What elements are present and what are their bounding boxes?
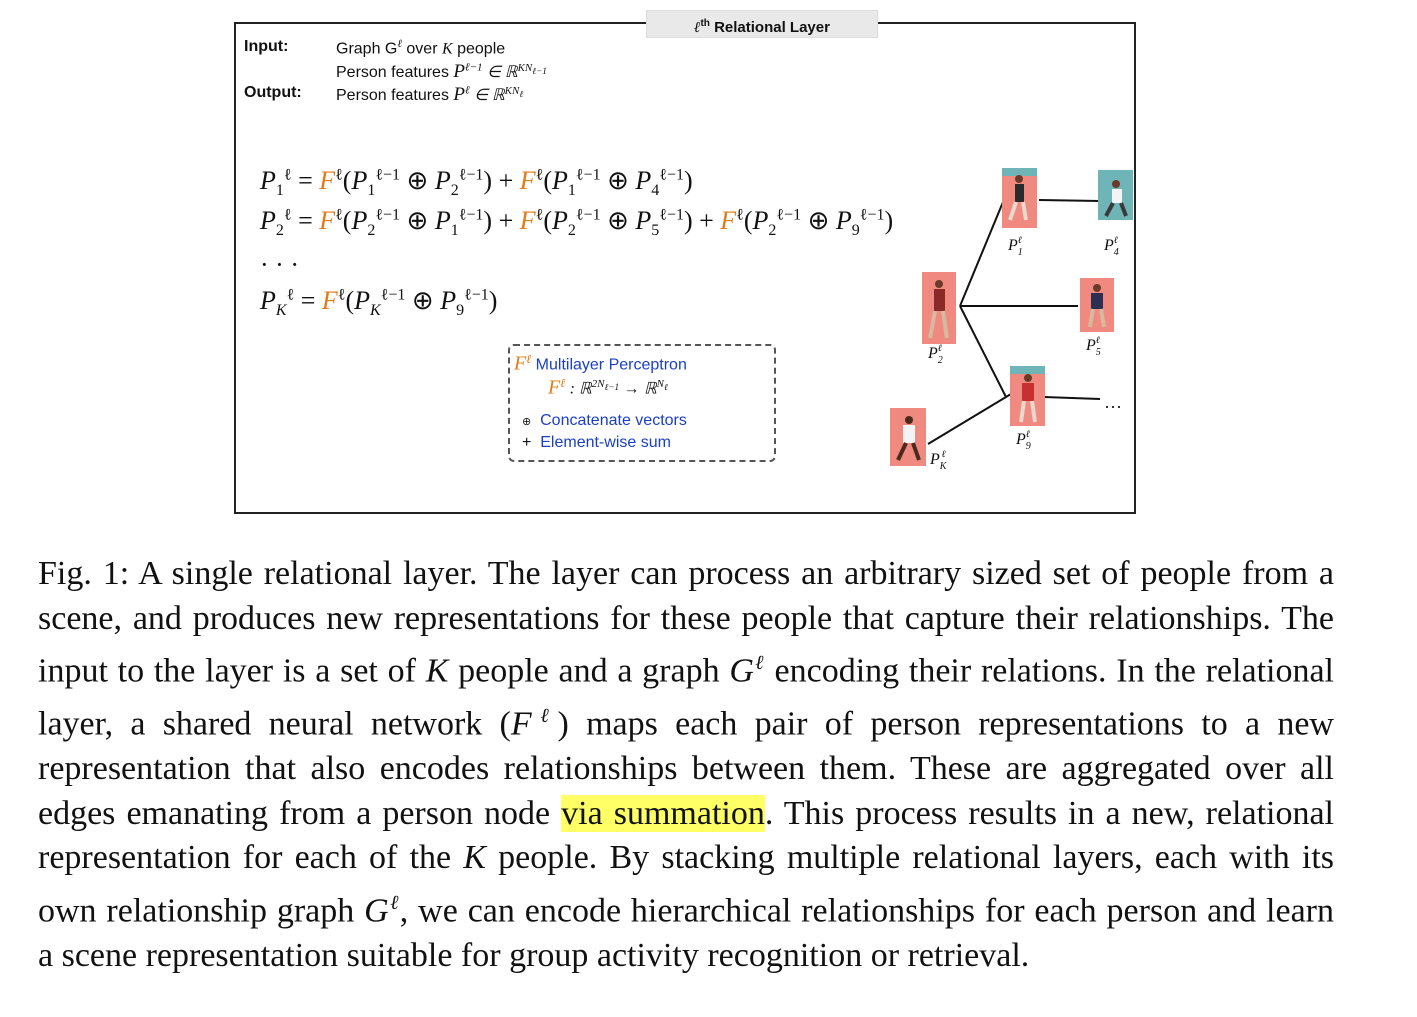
node-labels: P1ℓ P4ℓ P2ℓ P5ℓ P9ℓ PKℓ <box>927 235 1119 472</box>
label-p1: P1ℓ <box>1007 235 1023 258</box>
person-node-p1 <box>1002 168 1037 228</box>
person-node-p4 <box>1098 170 1133 220</box>
person-graph: P1ℓ P4ℓ P2ℓ P5ℓ P9ℓ PKℓ ··· <box>890 168 1133 472</box>
equation-pk: PKℓ = Fℓ(PKℓ−1 ⊕ P9ℓ−1) <box>260 286 498 320</box>
edge-pk-p9 <box>927 393 1012 445</box>
label-p2: P2ℓ <box>927 343 943 366</box>
input-label: Input: <box>244 38 289 55</box>
label-pk: PKℓ <box>929 449 948 472</box>
legend-mlp-mapping: Fℓ : ℝ2Nℓ−1 → ℝNℓ <box>548 376 668 399</box>
label-p5: P5ℓ <box>1085 335 1101 358</box>
edge-p2-p1 <box>959 201 1004 307</box>
equation-p1: P1ℓ = Fℓ(P1ℓ−1 ⊕ P2ℓ−1) + Fℓ(P1ℓ−1 ⊕ P4ℓ… <box>260 166 693 200</box>
legend-box: Fℓ Multilayer Perceptron Fℓ : ℝ2Nℓ−1 → ℝ… <box>508 344 776 462</box>
label-p9: P9ℓ <box>1015 429 1031 452</box>
edge-p9-more <box>1043 396 1101 400</box>
edge-p2-p9 <box>959 305 1007 398</box>
equation-ellipsis: · · · <box>260 250 299 279</box>
highlighted-text: via summation <box>561 794 765 832</box>
output-features-line: Person features Pℓ ∈ ℝKNℓ <box>336 84 524 105</box>
graph-edges <box>927 199 1101 445</box>
label-p4: P4ℓ <box>1103 235 1119 258</box>
relational-layer-figure: ℓth Relational Layer Input: Graph Gℓ ove… <box>234 10 1136 514</box>
person-node-p2 <box>922 272 956 344</box>
input-graph-line: Graph Gℓ over K people <box>336 38 506 58</box>
input-features-line: Person features Pℓ−1 ∈ ℝKNℓ−1 <box>336 61 547 82</box>
equation-p2: P2ℓ = Fℓ(P2ℓ−1 ⊕ P1ℓ−1) + Fℓ(P2ℓ−1 ⊕ P5ℓ… <box>260 206 894 240</box>
person-node-p5 <box>1080 278 1114 332</box>
layer-title: ℓth Relational Layer <box>646 10 878 38</box>
figure-caption: Fig. 1: A single relational layer. The l… <box>38 555 1335 974</box>
person-node-p9 <box>1010 366 1045 426</box>
edge-p1-p4 <box>1038 199 1101 202</box>
graph-ellipsis: ··· <box>1104 396 1122 416</box>
legend-sum: + Element-wise sum <box>522 434 671 451</box>
legend-mlp: Fℓ Multilayer Perceptron <box>514 352 687 375</box>
output-label: Output: <box>244 84 302 101</box>
person-node-pk <box>890 408 926 466</box>
legend-concat: ⊕ Concatenate vectors <box>522 412 687 429</box>
